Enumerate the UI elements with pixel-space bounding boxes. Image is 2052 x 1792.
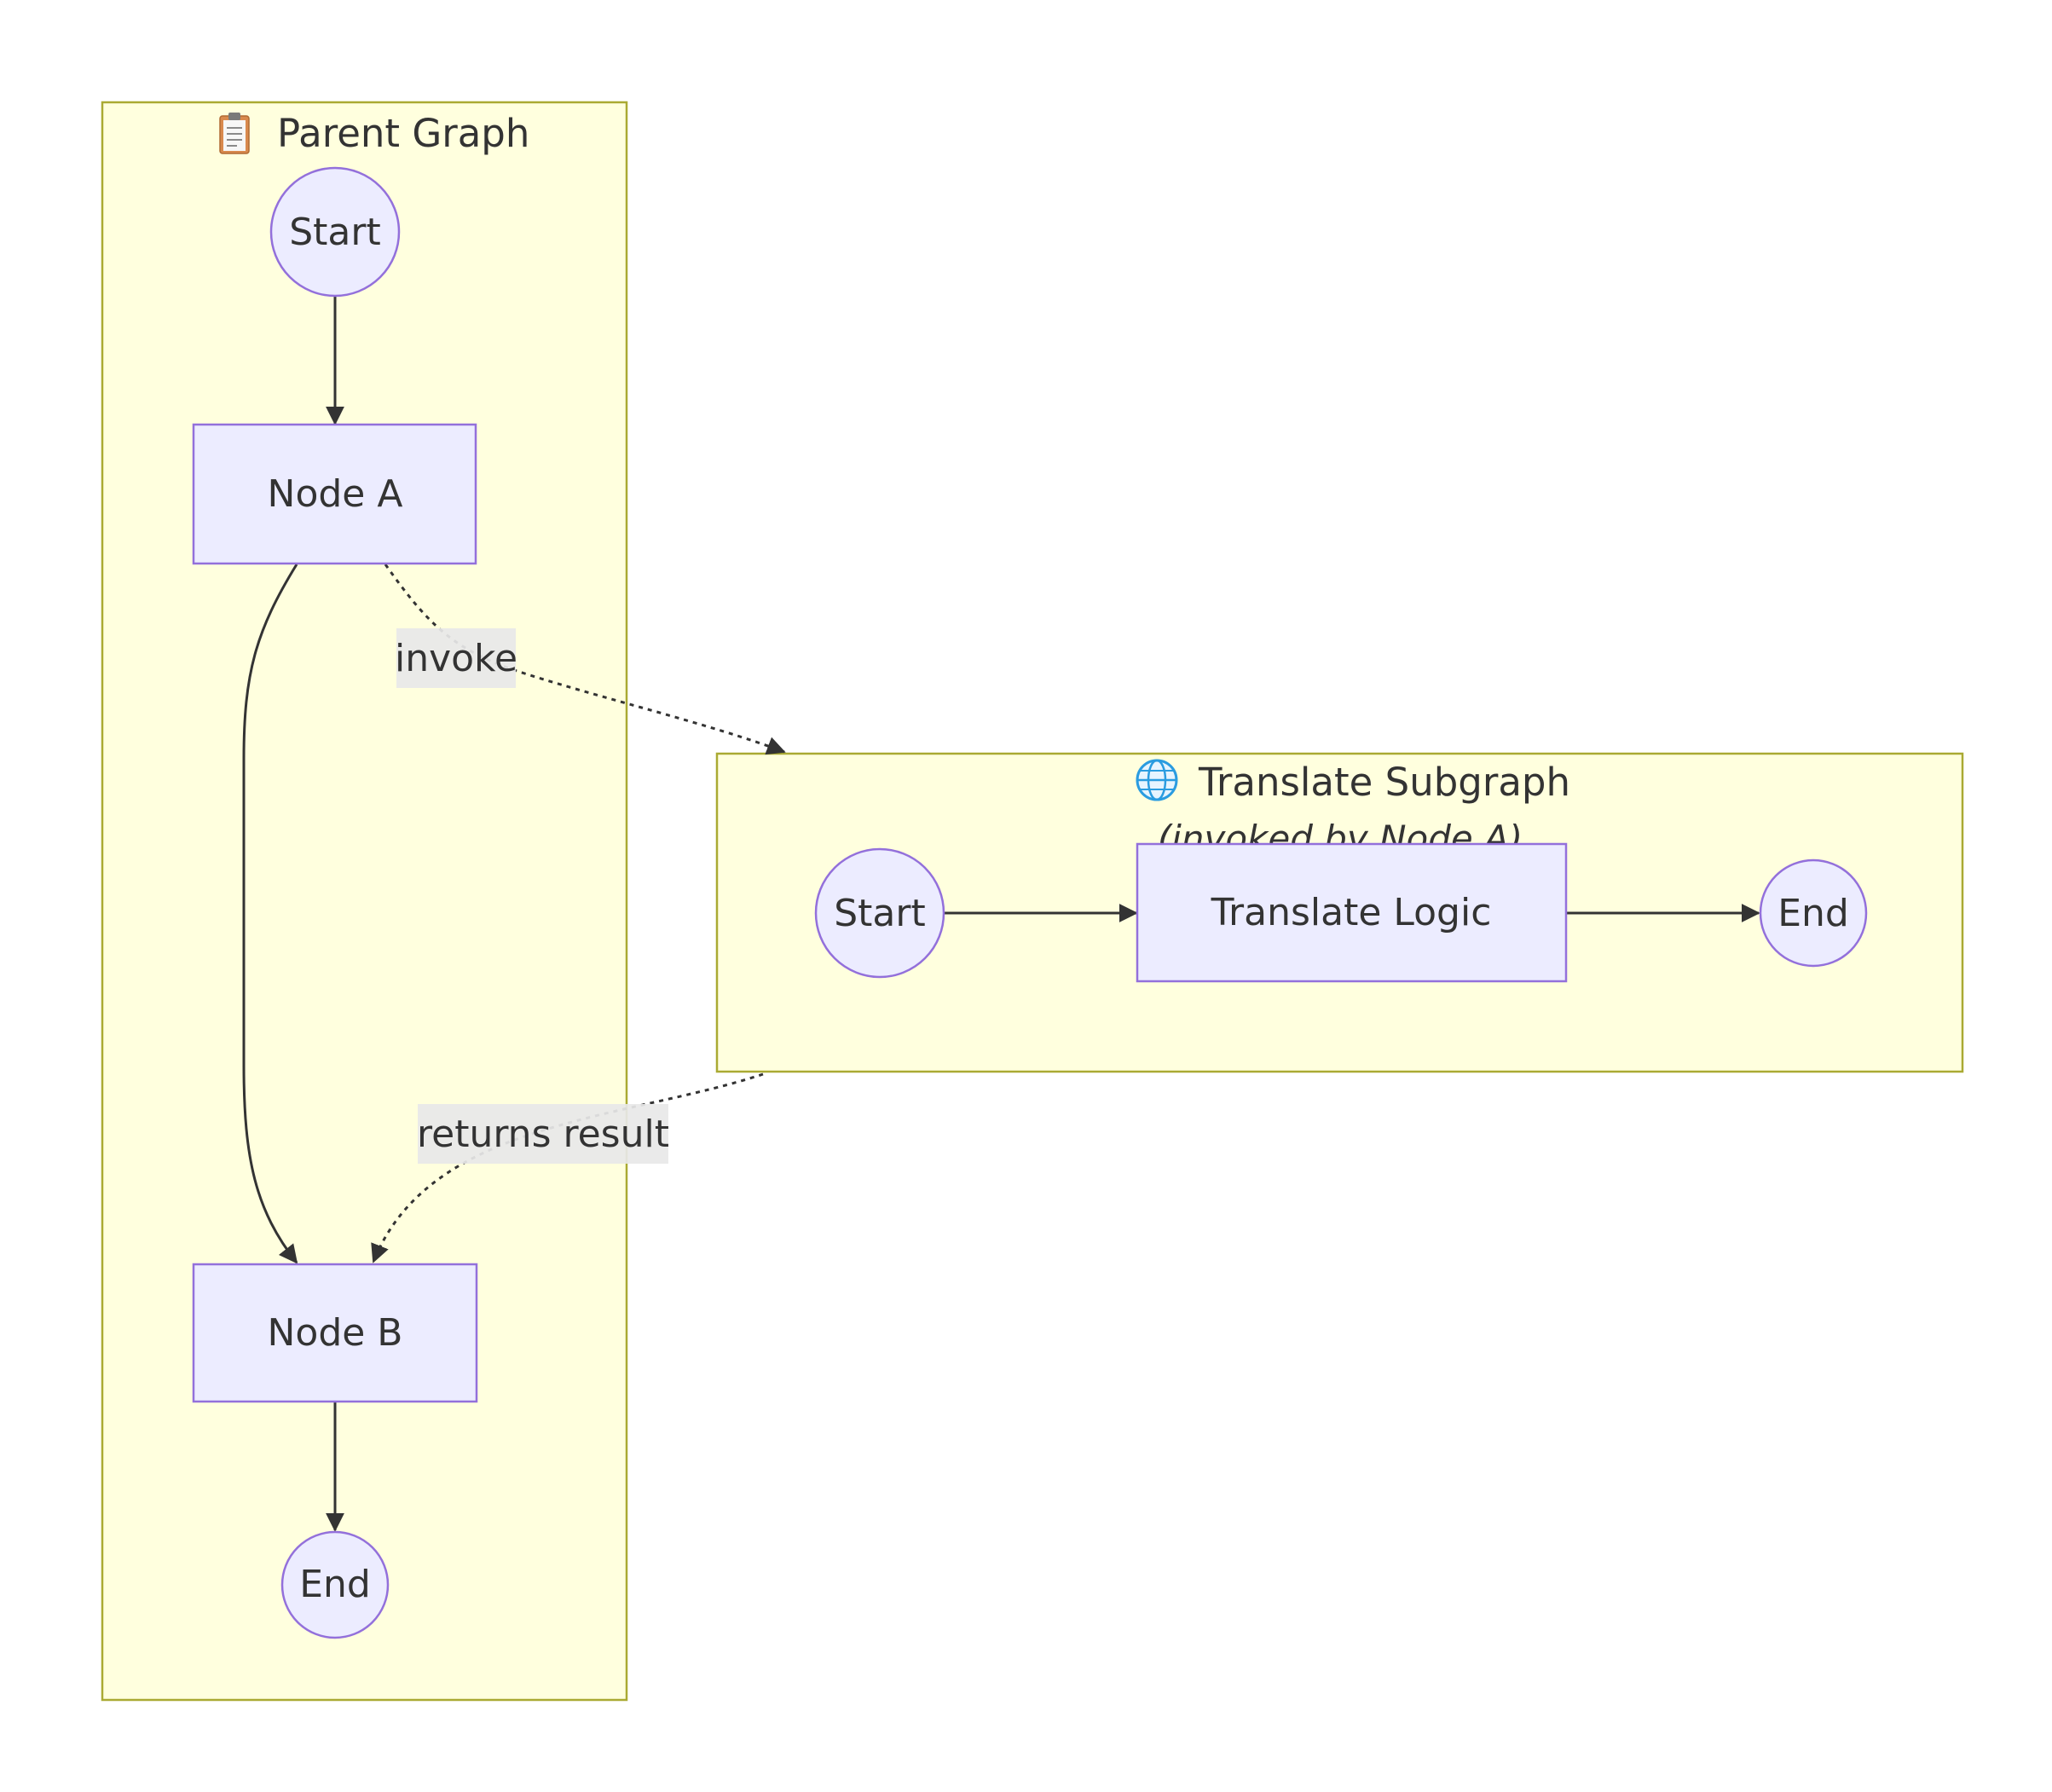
parent-graph-box — [101, 101, 628, 1702]
parent-start-node[interactable]: Start — [269, 166, 401, 298]
subgraph-start-node[interactable]: Start — [814, 847, 945, 979]
parent-graph-cluster: Parent Graph — [101, 101, 628, 1702]
returns-result-label: returns result — [417, 1113, 669, 1156]
clipboard-icon — [219, 113, 250, 154]
edge-label-returns-result: returns result — [417, 1104, 669, 1164]
edge-invoke — [384, 564, 786, 755]
subgraph-end-label: End — [1777, 892, 1849, 935]
globe-icon — [1136, 759, 1178, 801]
subgraph-end-node[interactable]: End — [1759, 858, 1868, 968]
translate-logic-node[interactable]: Translate Logic — [1136, 842, 1568, 983]
edge-label-invoke: invoke — [395, 628, 517, 688]
parent-start-label: Start — [289, 211, 381, 254]
node-a-label: Node A — [268, 472, 403, 516]
subgraph-title: Translate Subgraph — [1198, 760, 1570, 805]
translate-logic-label: Translate Logic — [1211, 891, 1492, 934]
node-a[interactable]: Node A — [192, 423, 477, 565]
edge-node-a-to-node-b — [242, 564, 298, 1264]
parent-end-label: End — [299, 1563, 371, 1606]
edges — [242, 296, 1760, 1532]
subgraph-start-label: Start — [834, 892, 926, 935]
invoke-label: invoke — [395, 637, 517, 680]
parent-graph-title: Parent Graph — [277, 111, 529, 156]
edge-returns-result — [371, 1072, 764, 1263]
node-b[interactable]: Node B — [192, 1263, 478, 1403]
parent-end-node[interactable]: End — [280, 1530, 390, 1639]
node-b-label: Node B — [267, 1311, 402, 1355]
